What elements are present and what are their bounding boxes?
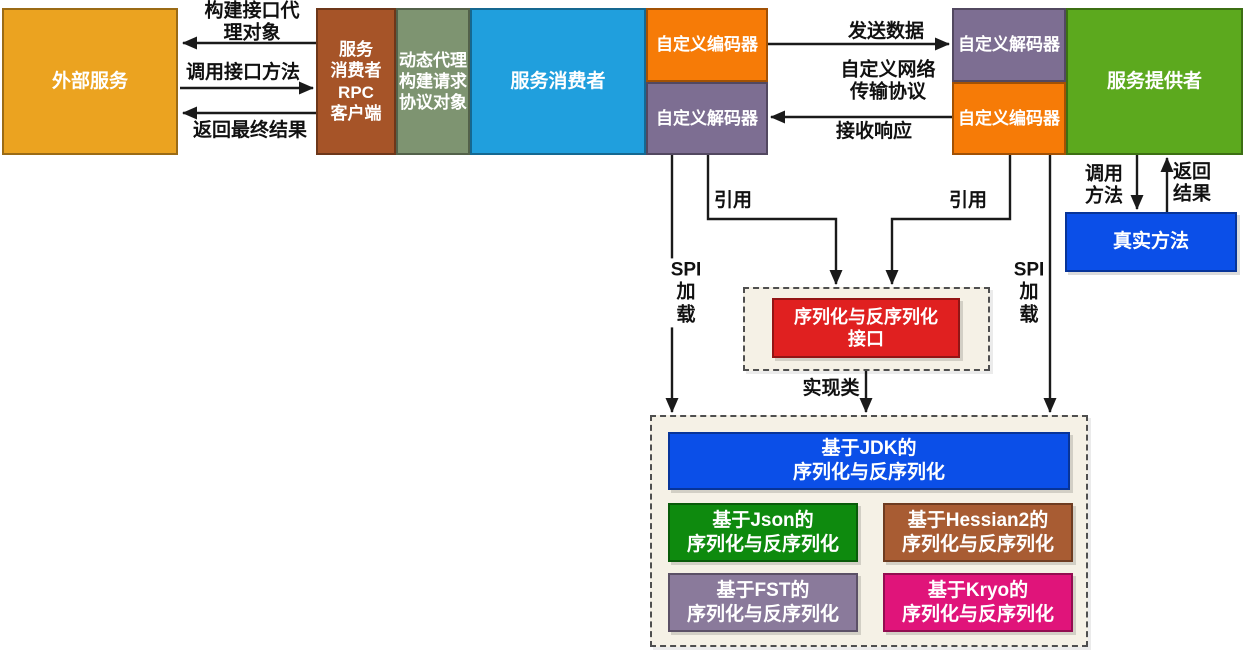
edge-label-return-final: 返回最终结果 [192, 119, 308, 141]
real-method-box: 真实方法 [1065, 212, 1237, 272]
custom-encoder-right-box: 自定义编码器 [952, 82, 1066, 155]
rpc-client-box: 服务 消费者 RPC 客户端 [316, 8, 396, 155]
dynamic-proxy-box: 动态代理 构建请求 协议对象 [396, 8, 470, 155]
custom-encoder-left-box: 自定义编码器 [646, 8, 768, 82]
service-consumer-box: 服务消费者 [470, 8, 646, 155]
edge-label-spi-load-left: SPI 加 载 [667, 258, 705, 328]
edge-label-return-result: 返回 结果 [1172, 161, 1212, 205]
edge-label-build-proxy: 构建接口代 理对象 [204, 0, 300, 44]
service-provider-box: 服务提供者 [1066, 8, 1243, 155]
hessian2-serialization-box: 基于Hessian2的 序列化与反序列化 [883, 503, 1073, 562]
edge-label-receive-response: 接收响应 [835, 120, 913, 142]
arrow-reference-right [885, 155, 1012, 285]
arrow-reference-left [706, 155, 843, 285]
edge-label-call-interface: 调用接口方法 [185, 61, 301, 83]
edge-label-impl-class: 实现类 [802, 377, 860, 399]
external-service-box: 外部服务 [2, 8, 178, 155]
fst-serialization-box: 基于FST的 序列化与反序列化 [668, 573, 858, 632]
edge-label-call-method: 调用 方法 [1084, 163, 1124, 207]
edge-label-send-data: 发送数据 [847, 20, 925, 42]
custom-decoder-left-box: 自定义解码器 [646, 82, 768, 155]
custom-decoder-right-box: 自定义解码器 [952, 8, 1066, 82]
json-serialization-box: 基于Json的 序列化与反序列化 [668, 503, 858, 562]
edge-label-custom-protocol: 自定义网络 传输协议 [840, 59, 936, 103]
serialization-interface-box: 序列化与反序列化 接口 [772, 298, 960, 358]
edge-label-spi-load-right: SPI 加 载 [1010, 258, 1048, 328]
jdk-serialization-box: 基于JDK的 序列化与反序列化 [668, 432, 1070, 490]
edge-label-reference-right: 引用 [948, 189, 988, 211]
edge-label-reference-left: 引用 [713, 189, 753, 211]
kryo-serialization-box: 基于Kryo的 序列化与反序列化 [883, 573, 1073, 632]
